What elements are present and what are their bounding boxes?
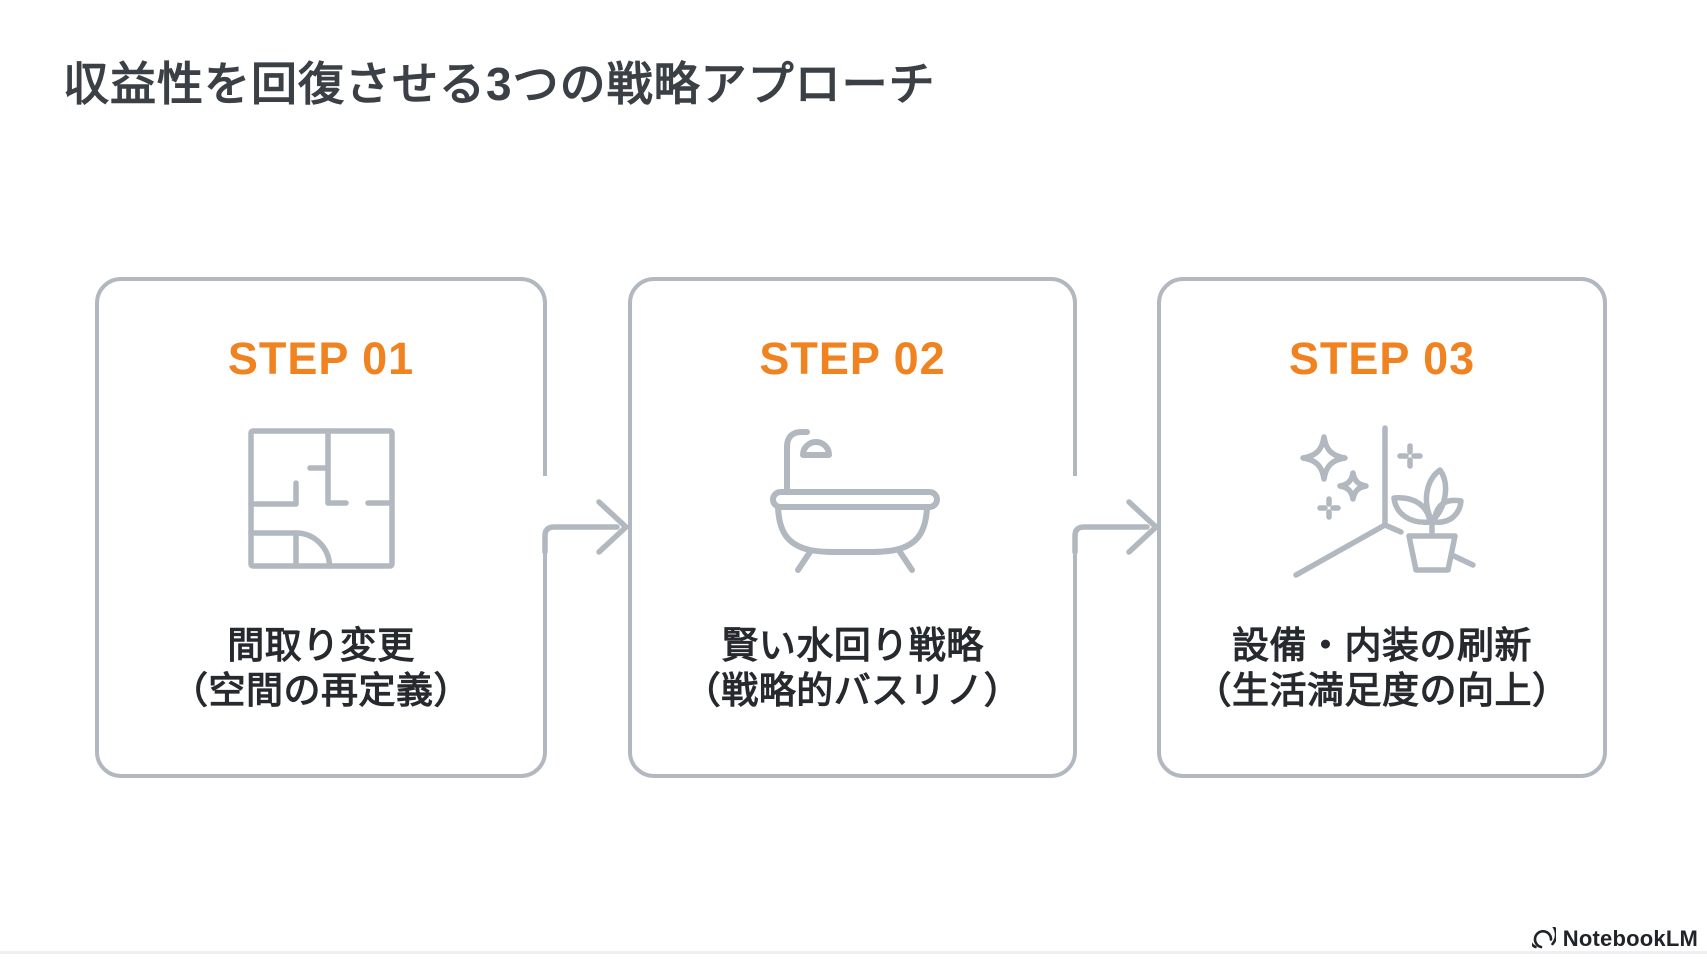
- sparkle-interior-plant-icon: [1282, 423, 1482, 578]
- step-card-3: STEP 03: [1157, 277, 1607, 778]
- step-3-line1: 設備・内装の刷新: [1232, 625, 1532, 666]
- notebooklm-brand: NotebookLM: [1531, 926, 1698, 952]
- arrow-right-icon: [538, 476, 629, 555]
- floor-plan-icon: [247, 423, 395, 573]
- arrow-right-icon: [1068, 476, 1159, 555]
- step-1-label: STEP 01: [227, 333, 415, 384]
- step-3-line2: （生活満足度の向上）: [1194, 670, 1570, 712]
- step-2-line2: （戦略的バスリノ）: [683, 670, 1022, 712]
- step-2-label: STEP 02: [759, 333, 946, 384]
- bottom-edge-artifact: [0, 951, 1707, 954]
- step-2-description: 賢い水回り戦略 （戦略的バスリノ）: [684, 623, 1022, 713]
- step-3-description: 設備・内装の刷新 （生活満足度の向上）: [1195, 623, 1570, 713]
- notebooklm-logo-icon: [1531, 927, 1556, 949]
- step-2-line1: 賢い水回り戦略: [721, 625, 984, 666]
- step-1-line2: （空間の再定義）: [171, 670, 471, 712]
- step-card-2: STEP 02 賢い水回り戦略 （戦略的バスリノ）: [628, 277, 1077, 778]
- bathtub-shower-icon: [765, 423, 940, 573]
- step-1-description: 間取り変更 （空間の再定義）: [171, 623, 471, 713]
- step-card-1: STEP 01 間取り変更 （空間の再定義）: [95, 277, 547, 778]
- step-3-label: STEP 03: [1288, 333, 1476, 384]
- page-title: 収益性を回復させる3つの戦略アプローチ: [63, 58, 936, 110]
- brand-name: NotebookLM: [1562, 926, 1698, 951]
- step-1-line1: 間取り変更: [227, 625, 415, 666]
